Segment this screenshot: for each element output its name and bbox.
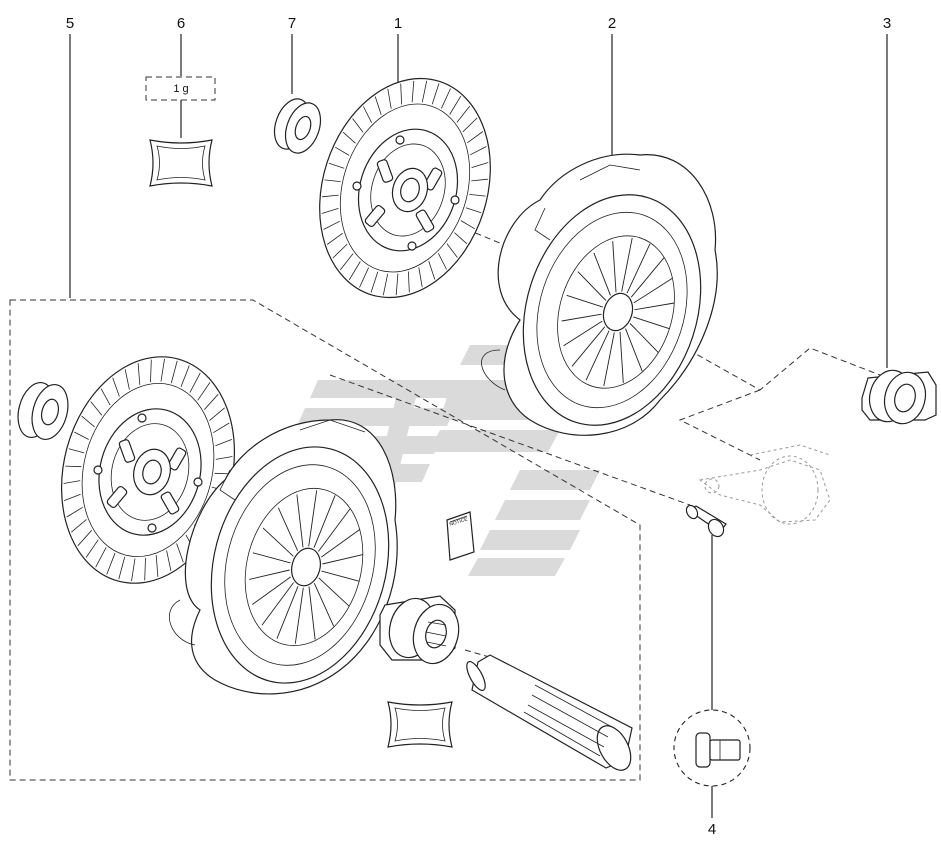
callout-6: 6 — [177, 15, 185, 32]
bolt-detail-circle — [673, 709, 751, 787]
callout-3: 3 — [883, 15, 891, 32]
callout-1: 1 — [394, 15, 402, 32]
alignment-tool — [466, 654, 633, 771]
bolt-small — [685, 504, 727, 538]
pressure-plate-kit — [169, 419, 398, 695]
clutch-disc-top — [319, 77, 491, 299]
callout-4: 4 — [708, 821, 716, 838]
clutch-disc-kit — [60, 356, 236, 584]
release-bearing-kit — [379, 595, 460, 665]
leader-lines — [69, 34, 888, 818]
pilot-bearing-ring-kit — [17, 381, 69, 441]
grease-pad-kit-icon — [387, 701, 453, 748]
release-bearing-top — [861, 369, 937, 425]
svg-text:NOTICE: NOTICE — [449, 516, 469, 528]
quantity-box — [145, 76, 216, 101]
callout-7: 7 — [288, 15, 296, 32]
callout-2: 2 — [608, 15, 616, 32]
callout-5: 5 — [66, 15, 74, 32]
grease-pad-icon — [149, 139, 213, 187]
quantity-label: 1 g — [173, 83, 188, 95]
notice-booklet: NOTICE — [446, 511, 475, 561]
pilot-bearing-ring-top — [273, 98, 322, 154]
kit-frame — [9, 299, 641, 781]
pressure-plate-top — [481, 153, 718, 436]
release-fork-ghost — [698, 444, 831, 525]
